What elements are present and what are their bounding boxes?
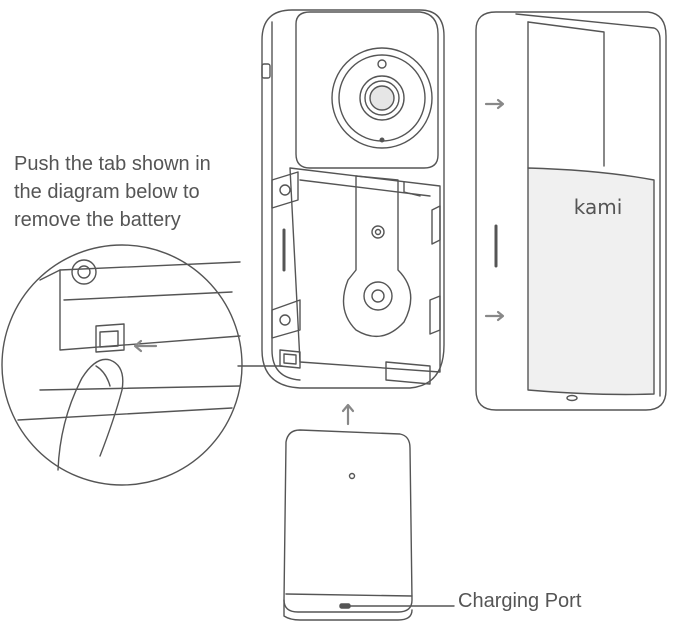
instruction-line: Push the tab shown in [14, 150, 254, 178]
brand-logo: kami [574, 195, 623, 219]
arrow-right-icon-lower [486, 312, 503, 320]
instruction-line: remove the battery [14, 206, 254, 234]
instruction-line: the diagram below to [14, 178, 254, 206]
battery-compartment [272, 168, 440, 384]
arrow-right-icon [486, 100, 503, 108]
battery-pack [284, 430, 412, 620]
zoom-callout [2, 245, 282, 485]
arrow-up-icon [343, 405, 353, 424]
back-cover [476, 12, 666, 410]
charging-port-icon [340, 604, 350, 608]
instruction-text: Push the tab shown in the diagram below … [14, 150, 254, 234]
charging-port-label: Charging Port [458, 590, 581, 613]
camera-lens-icon [332, 48, 432, 148]
